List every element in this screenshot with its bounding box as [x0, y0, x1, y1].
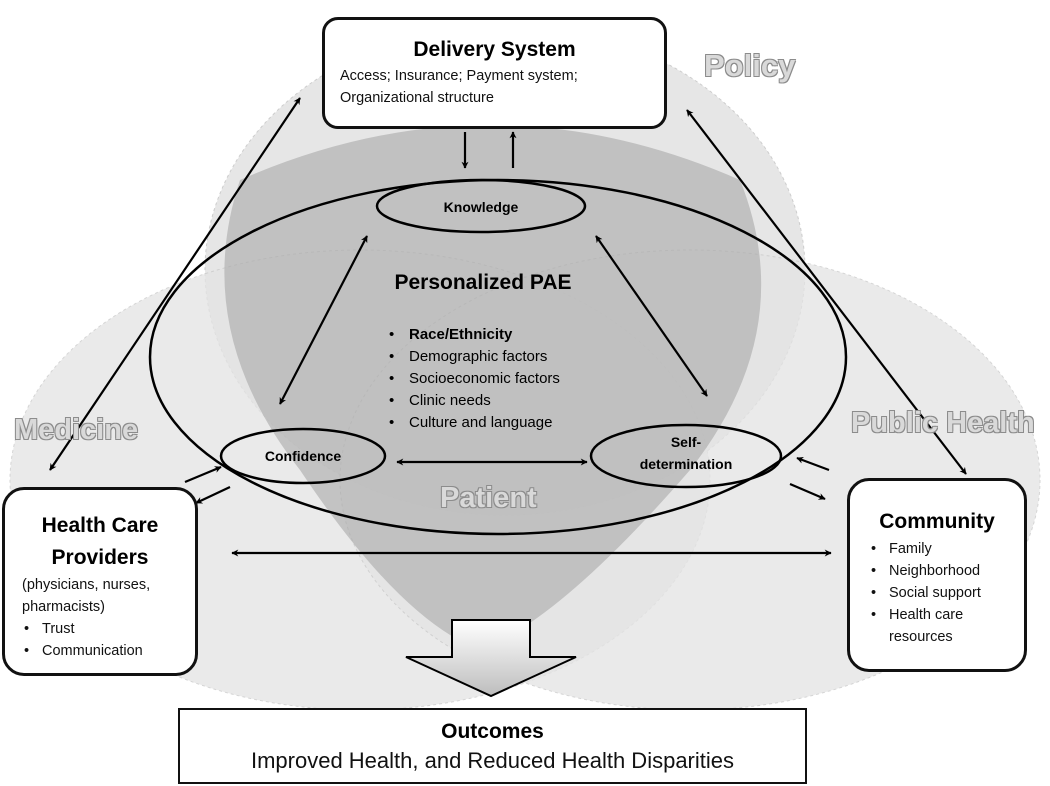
community-list-item: Health care resources [869, 604, 989, 648]
providers-list-item: Communication [22, 640, 195, 662]
policy-label: Policy [704, 48, 796, 83]
public-health-label: Public Health [851, 407, 1035, 439]
community-list: Family Neighborhood Social support Healt… [869, 538, 989, 648]
factor-item: Culture and language [409, 414, 552, 431]
confidence-label: Confidence [265, 448, 341, 464]
providers-list-item: Trust [22, 618, 195, 640]
outcomes-box: Outcomes Improved Health, and Reduced He… [178, 708, 807, 784]
arrow-providers-to-confidence [184, 465, 222, 484]
factor-item: Demographic factors [409, 348, 547, 365]
center-title: Personalized PAE [394, 271, 571, 294]
arrow-community-to-selfdetermination [796, 456, 830, 472]
factor-item: Socioeconomic factors [409, 370, 560, 387]
delivery-system-line2: Organizational structure [340, 90, 494, 106]
factor-bullet: • [389, 370, 394, 387]
community-list-item: Neighborhood [869, 560, 989, 582]
delivery-system-box: Delivery System Access; Insurance; Payme… [322, 17, 667, 129]
providers-subtitle-line2: pharmacists) [22, 599, 105, 615]
community-list-item: Social support [869, 582, 989, 604]
community-title: Community [879, 510, 995, 533]
arrow-confidence-to-providers [195, 486, 231, 504]
community-list-item: Family [869, 538, 989, 560]
providers-title-line1: Health Care [41, 514, 159, 537]
knowledge-label: Knowledge [444, 199, 519, 215]
factor-bullet: • [389, 348, 394, 365]
arrows [49, 97, 967, 557]
health-care-providers-box: Health Care Providers (physicians, nurse… [2, 487, 198, 676]
outcomes-title: Outcomes [441, 720, 544, 743]
arrow-delivery-community [686, 109, 967, 475]
arrow-delivery-providers [49, 97, 301, 471]
factor-bullet: • [389, 392, 394, 409]
providers-title-line2: Providers [51, 546, 149, 569]
outcomes-down-arrow [405, 619, 577, 698]
providers-list: Trust Communication [22, 618, 195, 662]
community-box: Community Family Neighborhood Social sup… [847, 478, 1027, 672]
self-determination-label-1: Self- [671, 434, 702, 450]
outcomes-text: Improved Health, and Reduced Health Disp… [250, 748, 735, 773]
arrow-selfdetermination-to-community [789, 482, 826, 501]
delivery-system-line1: Access; Insurance; Payment system; [340, 68, 578, 84]
factor-bullet: • [389, 414, 394, 431]
medicine-label: Medicine [14, 414, 139, 446]
knowledge-node [375, 178, 587, 234]
factor-item: Clinic needs [409, 392, 491, 409]
self-determination-label-2: determination [640, 456, 733, 472]
factor-item: Race/Ethnicity [409, 326, 513, 343]
providers-subtitle-line1: (physicians, nurses, [22, 577, 151, 593]
patient-label: Patient [440, 482, 537, 514]
delivery-system-title: Delivery System [413, 38, 576, 61]
factor-bullet: • [389, 326, 394, 343]
factor-list: • Race/Ethnicity • Demographic factors •… [389, 326, 560, 431]
